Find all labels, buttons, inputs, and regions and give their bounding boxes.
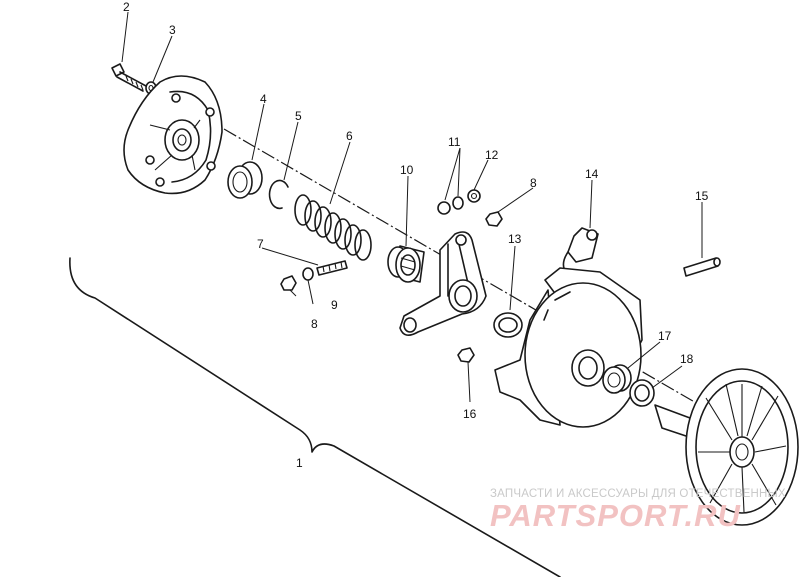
bushing-part-17	[602, 364, 632, 394]
stationary-sheave	[654, 368, 799, 526]
callout-16: 16	[463, 407, 477, 421]
callout-3: 3	[169, 23, 176, 37]
callout-6: 6	[346, 129, 353, 143]
nut-part-8-right	[485, 211, 503, 227]
shaft-part-15	[683, 257, 721, 277]
callout-9: 9	[331, 298, 338, 312]
nuts-part-11	[437, 196, 464, 215]
snap-ring-part-5	[268, 179, 289, 210]
nut-part-8-left	[280, 275, 297, 291]
bolt-part-2	[111, 63, 147, 92]
leader-lines	[121, 11, 703, 403]
callout-13: 13	[508, 232, 522, 246]
assembly-bracket	[69, 257, 561, 577]
roller-part-10	[387, 245, 425, 283]
washer-part-9	[302, 267, 314, 281]
callout-15: 15	[695, 189, 709, 203]
callout-8-left: 8	[311, 317, 318, 331]
watermark-brand: PARTSPORT.RU	[490, 498, 741, 533]
spider-arm	[399, 231, 487, 336]
callout-7: 7	[257, 237, 264, 251]
callout-14: 14	[585, 167, 599, 181]
callout-17: 17	[658, 329, 672, 343]
washer-part-18	[629, 379, 655, 407]
watermark: ЗАПЧАСТИ И АКСЕССУАРЫ ДЛЯ ОТЕЧЕСТВЕННЫХ …	[490, 488, 786, 533]
cover-plate	[123, 75, 223, 195]
spring-part-6	[294, 194, 372, 261]
callout-10: 10	[400, 163, 414, 177]
callout-5: 5	[295, 109, 302, 123]
moveable-sheave	[494, 267, 643, 428]
washer-part-13	[493, 312, 523, 338]
pin-part-7	[316, 260, 348, 276]
callout-4: 4	[260, 92, 267, 106]
callout-11: 11	[448, 135, 461, 149]
callout-12: 12	[485, 148, 499, 162]
callout-18: 18	[680, 352, 694, 366]
weight-part-14	[562, 227, 599, 273]
nut-part-16	[457, 347, 475, 363]
callout-labels: 1 2 3 4 5 6 7 8 8 9 10 11 12 13 14 15 16…	[123, 0, 709, 470]
callout-2: 2	[123, 0, 130, 14]
watermark-tagline: ЗАПЧАСТИ И АКСЕССУАРЫ ДЛЯ ОТЕЧЕСТВЕННЫХ	[490, 488, 786, 500]
callout-1: 1	[296, 456, 303, 470]
washer-part-12	[467, 189, 481, 203]
bushing-part-4	[227, 161, 263, 199]
callout-8-right: 8	[530, 176, 537, 190]
